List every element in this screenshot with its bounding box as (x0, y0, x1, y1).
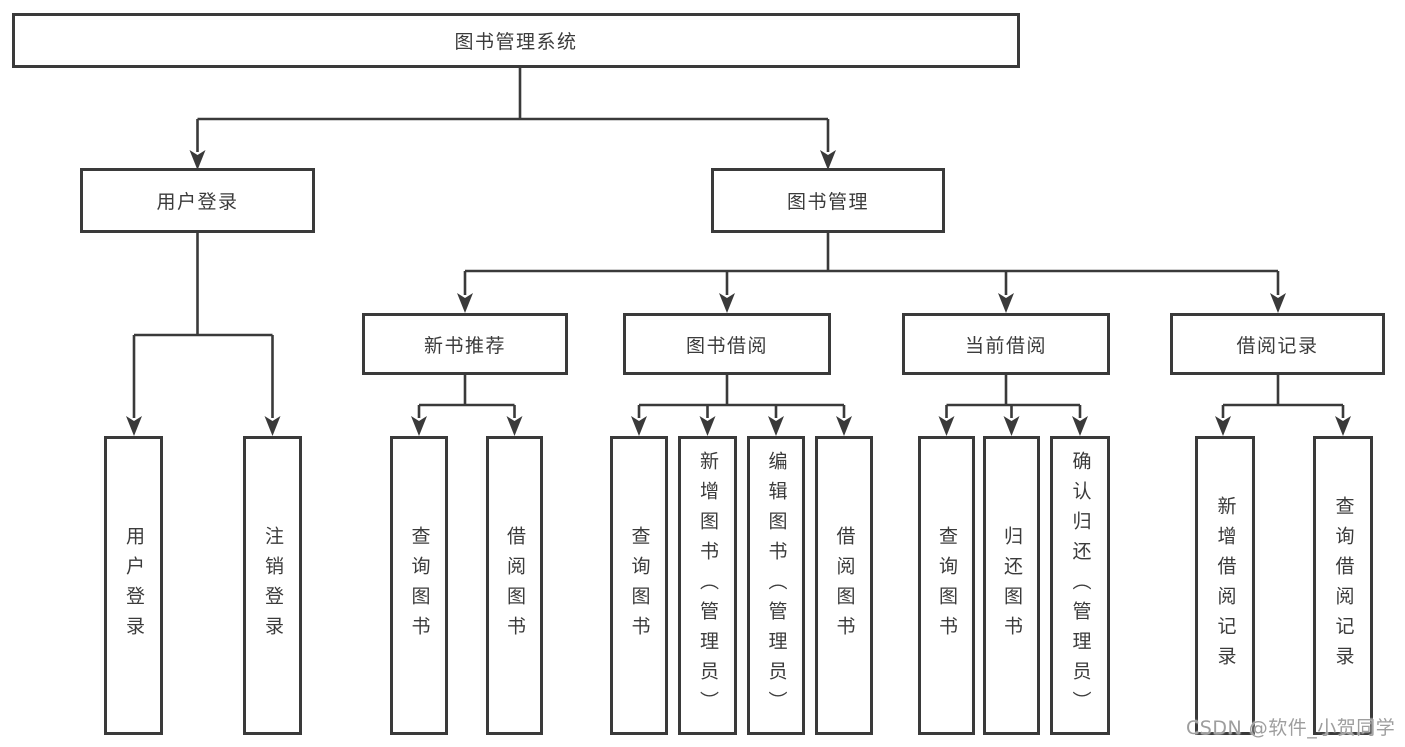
leaf-add-borrow-record: 新增借阅记录 (1195, 436, 1255, 735)
node-current-borrowing: 当前借阅 (902, 313, 1110, 375)
node-label: 确认归还（管理员） (1069, 450, 1092, 721)
leaf-borrow-books-recommend: 借阅图书 (486, 436, 543, 735)
leaf-query-books-recommend: 查询图书 (390, 436, 448, 735)
node-label: 查询图书 (628, 525, 651, 646)
node-label: 注销登录 (262, 525, 284, 646)
node-label: 图书管理系统 (454, 31, 578, 53)
arrowhead-icons (126, 150, 1351, 436)
leaf-query-books-current: 查询图书 (918, 436, 975, 735)
node-label: 用户登录 (123, 525, 145, 646)
node-book-management: 图书管理 (711, 168, 945, 233)
node-label: 图书管理 (786, 191, 869, 213)
node-label: 新增借阅记录 (1214, 495, 1237, 676)
node-borrowing-records: 借阅记录 (1170, 313, 1385, 375)
leaf-query-borrow-record: 查询借阅记录 (1313, 436, 1373, 735)
node-label: 图书借阅 (685, 334, 768, 357)
leaf-query-books-borrowing: 查询图书 (610, 436, 668, 735)
node-book-borrowing: 图书借阅 (623, 313, 831, 375)
leaf-confirm-return-admin: 确认归还（管理员） (1050, 436, 1110, 735)
node-label: 借阅图书 (833, 525, 856, 646)
node-user-login: 用户登录 (80, 168, 315, 233)
node-label: 归还图书 (1001, 525, 1023, 646)
node-label: 编辑图书（管理员） (765, 450, 788, 721)
node-library-management-system: 图书管理系统 (12, 13, 1020, 68)
node-label: 查询借阅记录 (1332, 495, 1355, 676)
node-label: 新书推荐 (423, 334, 506, 357)
csdn-watermark: CSDN @软件_小贺同学 (1186, 717, 1396, 739)
node-new-book-recommend: 新书推荐 (362, 313, 568, 375)
node-label: 借阅记录 (1236, 334, 1319, 357)
node-label: 借阅图书 (504, 525, 526, 646)
leaf-borrow-books: 借阅图书 (815, 436, 873, 735)
leaf-add-books-admin: 新增图书（管理员） (678, 436, 737, 735)
node-label: 当前借阅 (964, 334, 1047, 357)
connector-lines (132, 66, 1345, 418)
leaf-logout: 注销登录 (243, 436, 302, 735)
node-label: 新增图书（管理员） (697, 450, 719, 721)
leaf-edit-books-admin: 编辑图书（管理员） (747, 436, 805, 735)
leaf-return-books: 归还图书 (983, 436, 1040, 735)
node-label: 查询图书 (408, 525, 431, 646)
node-label: 用户登录 (156, 191, 239, 213)
leaf-user-login: 用户登录 (104, 436, 163, 735)
node-label: 查询图书 (936, 525, 958, 646)
